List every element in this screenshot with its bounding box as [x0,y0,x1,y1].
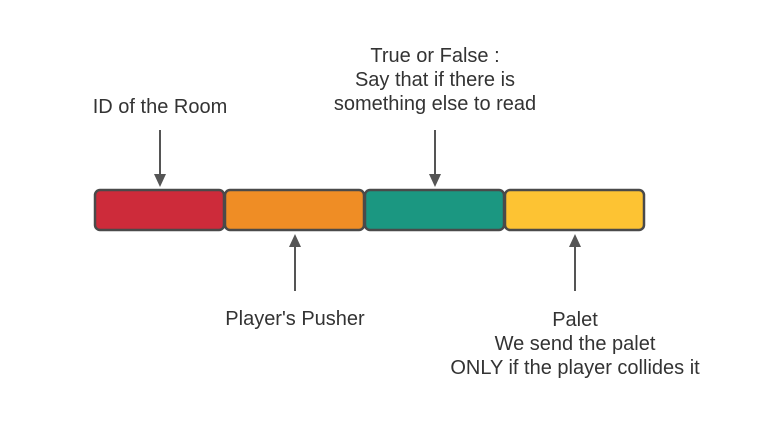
label-true-false-line-2: Say that if there is [354,69,516,91]
arrow-pusher [289,234,301,291]
arrow-room-id [154,130,166,187]
label-palet-line-1: Palet [552,309,598,331]
label-pusher: Player's Pusher [195,307,395,331]
arrow-true-false [429,130,441,187]
segment-pusher [223,188,366,232]
label-palet: Palet We send the palet ONLY if the play… [425,308,725,380]
label-room-id: ID of the Room [60,95,260,119]
segment-palet [503,188,646,232]
label-true-false-line-3: something else to read [333,93,537,115]
segment-true-false [363,188,506,232]
segment-room-id [93,188,226,232]
label-true-false: True or False : Say that if there is som… [305,44,565,116]
label-true-false-line-1: True or False : [370,45,500,67]
label-palet-line-3: ONLY if the player collides it [450,357,700,379]
arrow-palet [569,234,581,291]
label-room-id-text: ID of the Room [92,96,228,118]
label-palet-line-2: We send the palet [494,333,656,355]
label-pusher-text: Player's Pusher [225,308,365,330]
